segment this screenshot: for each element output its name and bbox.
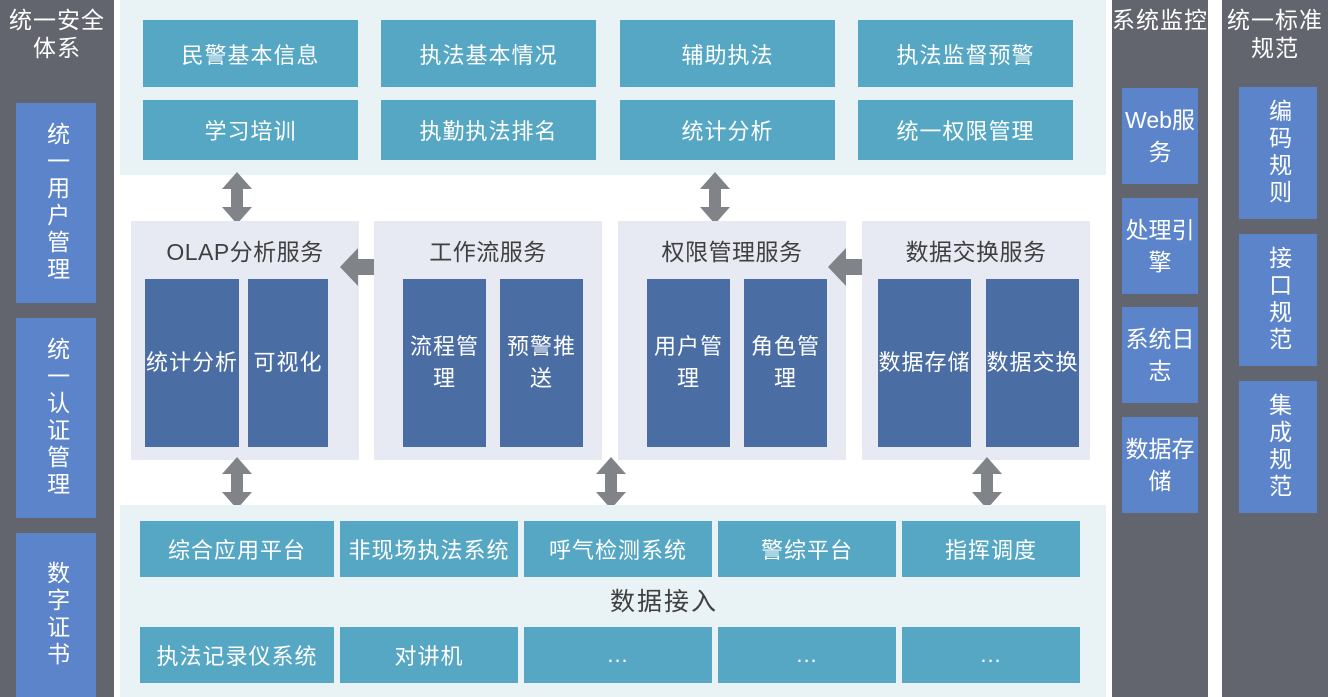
data-source-law-recorder-system[interactable]: 执法记录仪系统 [140, 627, 334, 683]
app-box-label: 辅助执法 [681, 42, 774, 68]
data-source-intercom[interactable]: 对讲机 [340, 627, 518, 683]
app-box-label: 执法监督预警 [896, 42, 1035, 68]
right-rail-unified-standards: 统一标准规范 编码规则 接口规范 集成规范 [1222, 0, 1328, 697]
rail-item-unified-auth-management[interactable]: 统一认证管理 [16, 318, 96, 518]
rail-item-label: 统一用户管理 [43, 122, 70, 284]
data-source-police-platform[interactable]: 警综平台 [718, 521, 896, 577]
service-box-label: 角色管理 [750, 334, 820, 391]
service-group-title: OLAP分析服务 [166, 239, 324, 265]
data-source-label: 对讲机 [394, 644, 464, 669]
rail-item-label: 集成规范 [1265, 393, 1292, 501]
app-box-label: 统一权限管理 [896, 119, 1035, 144]
rail-item-web-service[interactable]: Web服务 [1122, 88, 1198, 184]
rail-item-label: 系统日志 [1125, 326, 1195, 384]
service-group-olap: OLAP分析服务 统计分析 可视化 [131, 221, 359, 460]
service-box-label: 流程管理 [409, 334, 479, 391]
right-rail-standard-title: 统一标准规范 [1227, 7, 1323, 61]
rail-item-label: 编码规则 [1265, 99, 1292, 207]
app-box-label: 统计分析 [681, 119, 774, 144]
service-group-title: 数据交换服务 [905, 239, 1047, 265]
data-source-label: 指挥调度 [944, 538, 1037, 563]
rail-item-label: 数字证书 [43, 561, 70, 669]
service-box-label: 可视化 [253, 350, 323, 375]
data-source-placeholder-2[interactable]: ... [718, 627, 896, 683]
app-box-assisted-enforcement[interactable]: 辅助执法 [620, 20, 835, 87]
right-rail-monitor-title: 系统监控 [1112, 7, 1208, 33]
left-rail-title: 统一安全体系 [9, 7, 105, 61]
service-box-role-management[interactable]: 角色管理 [744, 279, 827, 447]
app-box-enforcement-basics[interactable]: 执法基本情况 [381, 20, 596, 87]
rail-item-label: 统一认证管理 [43, 337, 70, 499]
data-source-label: 警综平台 [760, 538, 853, 563]
rail-item-integration-spec[interactable]: 集成规范 [1239, 381, 1317, 513]
service-box-process-management[interactable]: 流程管理 [403, 279, 486, 447]
app-box-statistical-analysis[interactable]: 统计分析 [620, 100, 835, 160]
data-source-label: ... [796, 642, 818, 667]
data-source-label: ... [607, 642, 629, 667]
rail-item-unified-user-management[interactable]: 统一用户管理 [16, 103, 96, 303]
rail-item-processing-engine[interactable]: 处理引擎 [1122, 198, 1198, 294]
data-source-command-dispatch[interactable]: 指挥调度 [902, 521, 1080, 577]
data-source-non-onsite-enforcement[interactable]: 非现场执法系统 [340, 521, 518, 577]
rail-item-data-storage[interactable]: 数据存储 [1122, 417, 1198, 513]
app-box-label: 执勤执法排名 [419, 119, 558, 144]
double-arrow-vertical-icon [222, 457, 252, 509]
service-box-user-management[interactable]: 用户管理 [647, 279, 730, 447]
data-source-placeholder-1[interactable]: ... [524, 627, 712, 683]
service-group-title: 工作流服务 [429, 239, 547, 265]
data-source-label: 非现场执法系统 [348, 538, 510, 563]
rail-item-label: 处理引擎 [1125, 217, 1195, 275]
application-layer-panel: 民警基本信息 执法基本情况 辅助执法 执法监督预警 学习培训 执勤执法排名 统计… [120, 0, 1106, 175]
app-box-police-basic-info[interactable]: 民警基本信息 [143, 20, 358, 87]
app-box-enforcement-supervision-alert[interactable]: 执法监督预警 [858, 20, 1073, 87]
double-arrow-vertical-icon [222, 172, 252, 224]
service-box-visualization[interactable]: 可视化 [248, 279, 328, 447]
service-box-statistical-analysis[interactable]: 统计分析 [145, 279, 239, 447]
data-access-title: 数据接入 [609, 588, 718, 616]
app-box-label: 学习培训 [204, 119, 297, 144]
double-arrow-vertical-icon [596, 457, 626, 509]
data-source-label: 执法记录仪系统 [156, 644, 318, 669]
service-box-label: 用户管理 [653, 334, 723, 391]
service-box-label: 预警推送 [506, 334, 576, 391]
service-group-data-exchange: 数据交换服务 数据存储 数据交换 [862, 221, 1090, 460]
service-box-alert-push[interactable]: 预警推送 [500, 279, 583, 447]
double-arrow-vertical-icon [972, 457, 1002, 509]
rail-item-interface-spec[interactable]: 接口规范 [1239, 234, 1317, 366]
data-source-label: 综合应用平台 [167, 538, 306, 563]
rail-item-digital-certificate[interactable]: 数字证书 [16, 533, 96, 697]
app-box-label: 执法基本情况 [419, 42, 558, 68]
service-group-permission: 权限管理服务 用户管理 角色管理 [618, 221, 846, 460]
service-box-data-storage[interactable]: 数据存储 [878, 279, 971, 447]
rail-item-coding-rules[interactable]: 编码规则 [1239, 87, 1317, 219]
right-rail-system-monitor: 系统监控 Web服务 处理引擎 系统日志 数据存储 [1112, 0, 1208, 697]
rail-item-label: 接口规范 [1265, 246, 1292, 354]
service-box-label: 数据交换 [986, 350, 1079, 375]
rail-item-system-log[interactable]: 系统日志 [1122, 307, 1198, 403]
data-source-comprehensive-platform[interactable]: 综合应用平台 [140, 521, 334, 577]
service-box-label: 数据存储 [878, 350, 971, 375]
double-arrow-vertical-icon [700, 172, 730, 224]
rail-item-label: Web服务 [1125, 107, 1195, 165]
app-box-learning-training[interactable]: 学习培训 [143, 100, 358, 160]
data-access-layer-panel: 综合应用平台 非现场执法系统 呼气检测系统 警综平台 指挥调度 执法记录仪系统 … [120, 505, 1106, 697]
data-source-label: ... [980, 642, 1002, 667]
data-source-breath-detection[interactable]: 呼气检测系统 [524, 521, 712, 577]
left-rail-security: 统一安全体系 统一用户管理 统一认证管理 数字证书 [0, 0, 114, 697]
data-source-placeholder-3[interactable]: ... [902, 627, 1080, 683]
rail-item-label: 数据存储 [1125, 436, 1195, 494]
service-box-data-exchange[interactable]: 数据交换 [986, 279, 1079, 447]
app-box-unified-permission-management[interactable]: 统一权限管理 [858, 100, 1073, 160]
service-box-label: 统计分析 [145, 350, 238, 375]
app-box-label: 民警基本信息 [181, 42, 320, 68]
service-group-workflow: 工作流服务 流程管理 预警推送 [374, 221, 602, 460]
data-source-label: 呼气检测系统 [548, 538, 687, 563]
app-box-duty-enforcement-ranking[interactable]: 执勤执法排名 [381, 100, 596, 160]
service-group-title: 权限管理服务 [661, 239, 803, 265]
